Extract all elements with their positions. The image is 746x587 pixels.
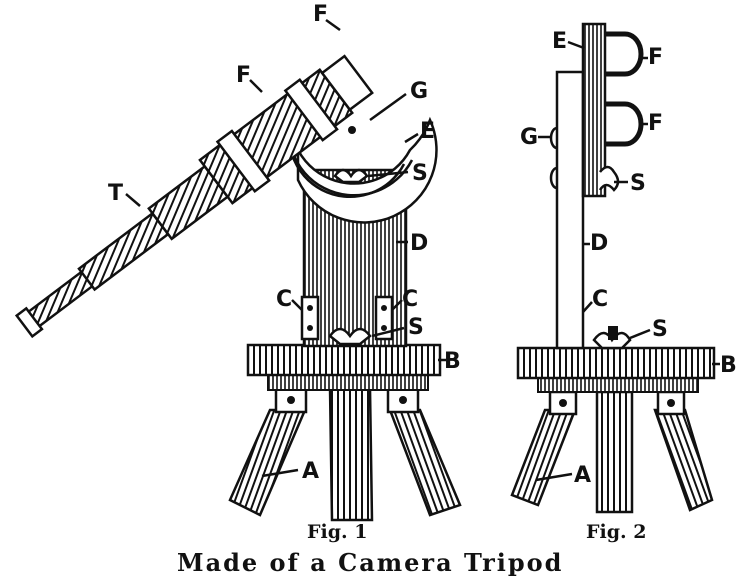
fig2-label-C: C bbox=[592, 287, 608, 312]
fig1-ring bbox=[267, 373, 429, 391]
fig2-drawing: E F F G S D C S B A bbox=[510, 22, 737, 514]
fig1-label-A: A bbox=[302, 459, 319, 484]
fig1-label-F-left: F bbox=[236, 63, 251, 88]
fig2-board-B bbox=[516, 346, 716, 380]
fig1-label-C-left: C bbox=[276, 287, 292, 312]
figure-title: Made of a Camera Tripod bbox=[177, 548, 563, 577]
fig1-label-F-top: F bbox=[313, 2, 328, 27]
fig1-label-T: T bbox=[108, 181, 123, 206]
fig1-label-G: G bbox=[410, 79, 428, 104]
caption-fig1: Fig. 1 bbox=[307, 521, 367, 543]
fig1-wingnut-bottom bbox=[328, 327, 372, 346]
fig2-upright-D bbox=[555, 70, 585, 350]
fig1-label-E: E bbox=[420, 119, 435, 144]
fig2-label-G: G bbox=[520, 125, 538, 150]
fig1-label-S-bottom: S bbox=[408, 315, 424, 340]
fig1-cleat-right bbox=[374, 295, 394, 341]
fig2-arc-E bbox=[581, 22, 607, 198]
fig2-clip-F-bottom bbox=[605, 101, 644, 147]
fig2-clip-F-top bbox=[605, 31, 644, 77]
fig1-leg-right bbox=[388, 408, 462, 517]
fig1-drawing: F F G E S T D C C S B A bbox=[14, 2, 462, 522]
fig1-label-B: B bbox=[444, 349, 461, 374]
fig1-leg-center bbox=[328, 386, 374, 522]
fig2-leg-right bbox=[653, 408, 714, 512]
fig2-label-F-bottom: F bbox=[648, 111, 663, 136]
fig2-label-D: D bbox=[590, 231, 608, 256]
fig1-label-C-right: C bbox=[402, 287, 418, 312]
fig2-label-F-top: F bbox=[648, 45, 663, 70]
fig2-label-S-top: S bbox=[630, 171, 646, 196]
fig1-telescope-T bbox=[14, 54, 374, 339]
fig1-board-B bbox=[246, 343, 442, 377]
fig2-label-A: A bbox=[574, 463, 591, 488]
fig1-wingnut-top bbox=[333, 168, 369, 184]
caption-fig2: Fig. 2 bbox=[586, 521, 646, 543]
fig1-label-S-top: S bbox=[412, 161, 428, 186]
fig2-label-E: E bbox=[552, 29, 567, 54]
fig2-leg-left bbox=[510, 408, 577, 507]
fig2-label-B: B bbox=[720, 353, 737, 378]
fig2-leg-center bbox=[595, 390, 634, 514]
fig2-label-S-bottom: S bbox=[652, 317, 668, 342]
fig1-cleat-left bbox=[300, 295, 320, 341]
fig2-wingnut-top bbox=[598, 165, 620, 192]
fig1-bracket-left bbox=[274, 386, 308, 414]
fig1-leg-left bbox=[228, 408, 307, 517]
fig1-label-D: D bbox=[410, 231, 428, 256]
